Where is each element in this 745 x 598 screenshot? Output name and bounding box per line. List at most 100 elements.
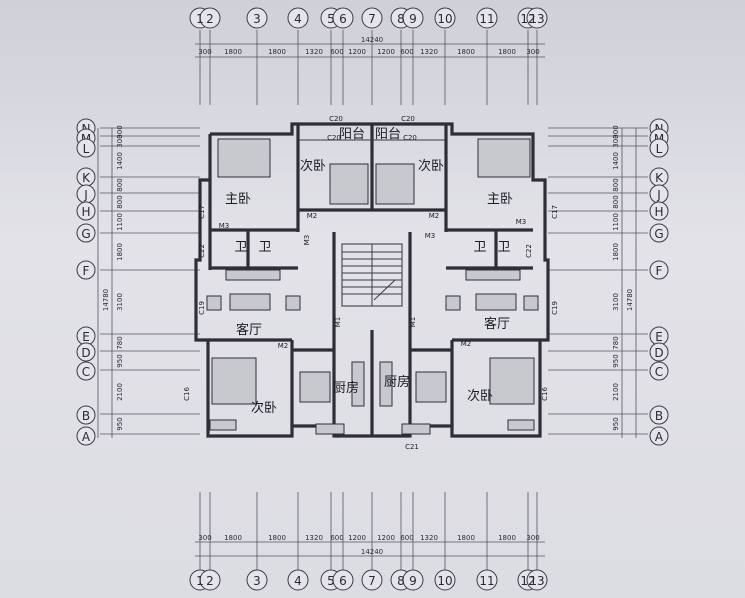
tag-m3-b: M3 (516, 218, 527, 226)
top-seg-7: 1200 (377, 48, 395, 56)
tag-c20-d: C20 (403, 134, 417, 142)
axis-bubble-7-top (361, 7, 383, 29)
building-walls (194, 122, 550, 438)
bed-second-top-right (375, 163, 415, 205)
sofa-left (225, 269, 281, 281)
axis-label-F-right: F (656, 264, 663, 278)
label-bath-right-1: 卫 (473, 240, 486, 255)
axis-bubble-10-top (434, 7, 456, 29)
tv-cabinet-left (229, 293, 271, 311)
axis-label-2-top: 2 (206, 12, 214, 26)
label-balcony-left: 阳台 (339, 127, 365, 142)
axis-bubble-13-top (526, 7, 548, 29)
tv-cabinet-right (475, 293, 517, 311)
top-total-width: 14240 (361, 36, 383, 44)
left-seg-8: 3100 (116, 293, 124, 311)
top-seg-9: 1320 (420, 48, 438, 56)
tag-m2-a: M2 (307, 212, 318, 220)
opening-tags: C20 C20 C20 C20 C17 C17 C22 C22 C19 C19 … (183, 115, 559, 451)
axis-label-L-left: L (83, 142, 90, 156)
wardrobe-bottom-right (507, 419, 535, 431)
label-second-bedroom-top-right: 次卧 (418, 158, 444, 174)
axis-label-3-bottom: 3 (253, 574, 261, 588)
bed-second-bottom-left (211, 357, 257, 405)
right-seg-11: 2100 (612, 383, 620, 401)
label-kitchen-left: 厨房 (333, 380, 359, 396)
right-dimension-chain: 14780 300 300 1400 800 800 1100 1800 310… (548, 125, 648, 438)
bottom-seg-9: 1320 (420, 534, 438, 542)
label-second-bedroom-bottom-left: 次卧 (251, 400, 277, 416)
axis-label-K-right: K (655, 171, 664, 185)
axis-label-10-top: 10 (437, 12, 452, 26)
room-labels: 阳台 阳台 次卧 次卧 主卧 主卧 卫 卫 卫 卫 客厅 客厅 厨房 厨房 次卧… (225, 127, 513, 416)
right-seg-7: 1800 (612, 243, 620, 261)
axis-label-H-right: H (654, 205, 663, 219)
axis-label-7-bottom: 7 (368, 574, 376, 588)
bottom-seg-6: 1200 (348, 534, 366, 542)
right-seg-4: 800 (612, 178, 620, 191)
axis-label-9-bottom: 9 (409, 574, 417, 588)
label-kitchen-right: 厨房 (384, 374, 410, 390)
bottom-seg-3: 1800 (268, 534, 286, 542)
left-seg-12: 950 (116, 417, 124, 430)
left-seg-7: 1800 (116, 243, 124, 261)
tag-m3-d: M3 (425, 232, 436, 240)
axis-label-6-bottom: 6 (339, 574, 347, 588)
right-axis-bubbles: N M L K J H G F E D C B A (649, 118, 669, 446)
dining-table-right (415, 371, 447, 403)
bottom-seg-2: 1800 (224, 534, 242, 542)
axis-label-C-left: C (82, 365, 90, 379)
axis-label-E-left: E (82, 330, 90, 344)
stair (341, 243, 403, 307)
tag-m1-right: M1 (409, 317, 417, 328)
axis-label-G-left: G (81, 227, 90, 241)
bed-master-right (477, 138, 531, 178)
right-seg-3: 1400 (612, 152, 620, 170)
axis-label-3-top: 3 (253, 12, 261, 26)
sofa-right (465, 269, 521, 281)
bed-second-bottom-right (489, 357, 535, 405)
top-seg-2: 1800 (224, 48, 242, 56)
stove-right (379, 361, 393, 407)
tag-c19-left: C19 (198, 301, 206, 315)
bottom-seg-12: 300 (526, 534, 539, 542)
top-seg-3: 1800 (268, 48, 286, 56)
axis-label-E-right: E (655, 330, 663, 344)
top-dimension-chain: 14240 300 1800 1800 1320 600 1200 1200 6… (195, 30, 545, 105)
sink-left (315, 423, 345, 435)
axis-label-11-bottom: 11 (479, 574, 494, 588)
armchair-left-1 (206, 295, 222, 311)
axis-label-J-left: J (83, 188, 88, 202)
axis-label-B-right: B (655, 409, 663, 423)
top-seg-4: 1320 (305, 48, 323, 56)
top-seg-8: 600 (400, 48, 413, 56)
tag-c17-right: C17 (551, 205, 559, 219)
tag-c22-right: C22 (525, 244, 533, 258)
tag-c16-left: C16 (183, 387, 191, 401)
armchair-left-2 (285, 295, 301, 311)
axis-label-12-top: 12 (520, 12, 535, 26)
left-dimension-chain: 14780 300 300 1400 800 800 1100 1800 310… (97, 125, 200, 438)
axis-label-F-left: F (83, 264, 90, 278)
right-seg-12: 950 (612, 417, 620, 430)
tag-c22-left: C22 (198, 244, 206, 258)
top-seg-12: 300 (526, 48, 539, 56)
left-seg-10: 950 (116, 354, 124, 367)
axis-label-4-bottom: 4 (294, 574, 302, 588)
bottom-total-width: 14240 (361, 548, 383, 556)
axis-label-D-right: D (654, 346, 663, 360)
left-seg-1: 300 (116, 125, 124, 138)
axis-label-D-left: D (81, 346, 90, 360)
armchair-right-1 (445, 295, 461, 311)
axis-label-G-right: G (654, 227, 663, 241)
axis-bubble-2-top (199, 7, 221, 29)
left-seg-2: 300 (116, 134, 124, 147)
tag-m2-d: M2 (461, 340, 472, 348)
tag-c19-right: C19 (551, 301, 559, 315)
axis-label-4-top: 4 (294, 12, 302, 26)
label-second-bedroom-bottom-right: 次卧 (467, 388, 493, 404)
label-bath-right-2: 卫 (497, 240, 510, 255)
axis-label-10-bottom: 10 (437, 574, 452, 588)
top-seg-6: 1200 (348, 48, 366, 56)
bottom-dimension-chain: 300 1800 1800 1320 600 1200 1200 600 132… (195, 492, 545, 570)
